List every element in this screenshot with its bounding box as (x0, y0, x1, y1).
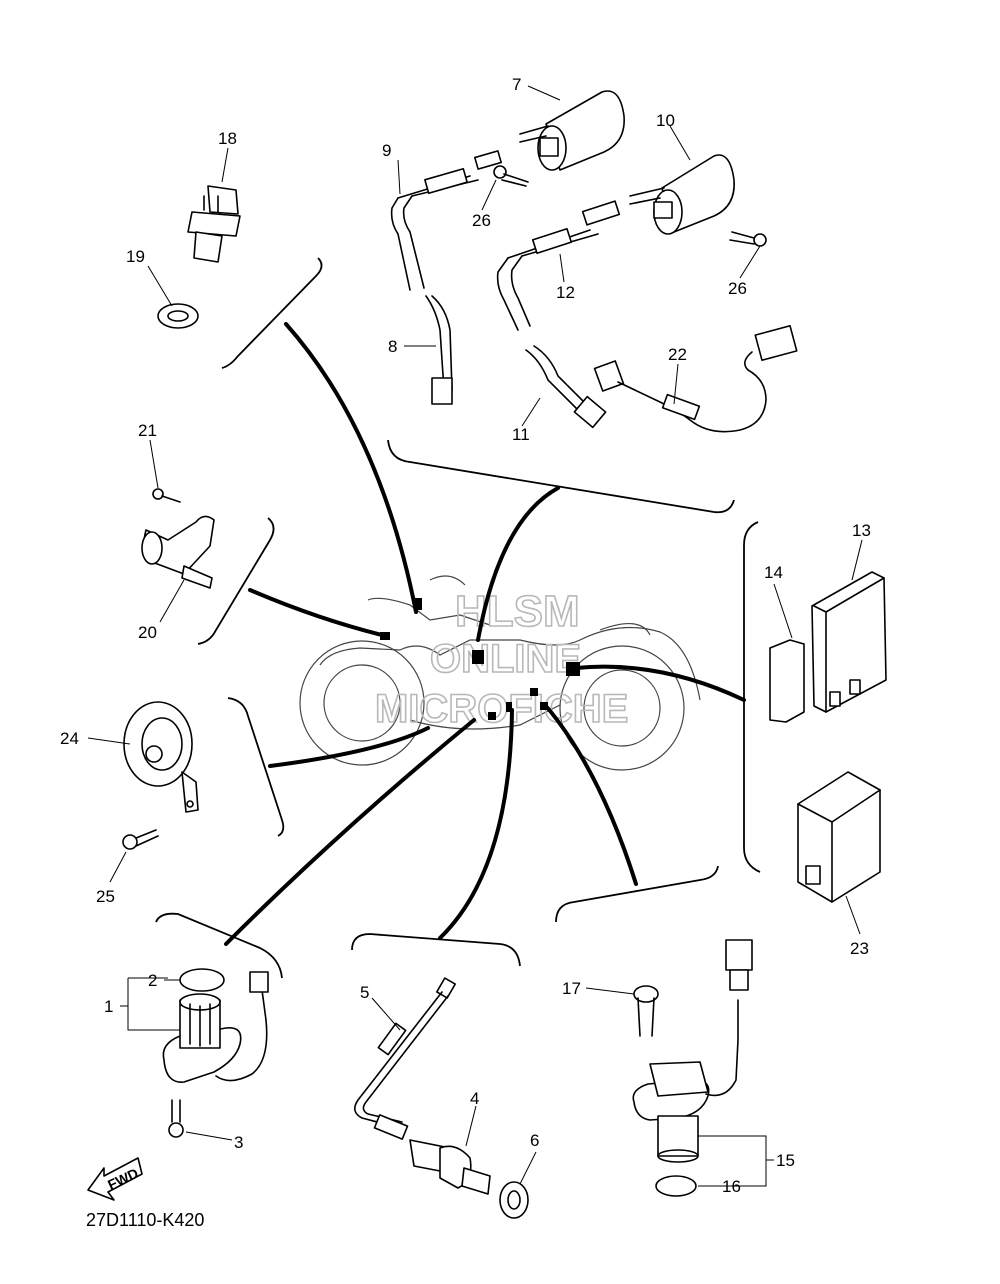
part-5-sensor-cable (354, 977, 456, 1140)
part-12-plug-lead (496, 200, 621, 331)
part-25-bolt (122, 829, 159, 850)
part-4-sensor (409, 1139, 491, 1195)
callout-15: 15 (776, 1151, 795, 1170)
fwd-label: FWD (105, 1165, 141, 1193)
part-11-plug-cap (525, 345, 607, 429)
watermark-line-3: MICROFICHE (375, 687, 628, 731)
callout-16: 16 (722, 1177, 741, 1196)
callout-leaders (87, 85, 863, 1187)
part-26-bolt (493, 165, 529, 187)
callout-4: 4 (470, 1089, 479, 1108)
part-24-horn (123, 701, 199, 813)
callout-2: 2 (148, 971, 157, 990)
watermark: HLSM ONLINE MICROFICHE (374, 586, 629, 732)
part-10-ignition-coil (629, 154, 735, 235)
part-20-sensor (141, 515, 215, 589)
callout-21: 21 (138, 421, 157, 440)
callout-5: 5 (360, 983, 369, 1002)
part-8-plug-cap (425, 295, 453, 405)
callout-9: 9 (382, 141, 391, 160)
callout-26-b: 26 (728, 279, 747, 298)
bike-mounting-markers (380, 598, 580, 720)
callout-7: 7 (512, 75, 521, 94)
part-1-sensor-assembly (162, 971, 269, 1083)
part-19-gasket (157, 303, 199, 329)
group-brackets (155, 257, 761, 979)
part-14-ecu-cover (769, 639, 805, 723)
part-21-bolt (152, 488, 181, 503)
watermark-line-1: HLSM (455, 587, 580, 636)
fwd-arrow: FWD (87, 1157, 143, 1201)
callout-1: 1 (104, 997, 113, 1016)
part-9-plug-lead (390, 150, 502, 291)
callout-26: 26 (472, 211, 491, 230)
callout-labels: 18 19 21 20 24 25 7 9 26 10 26 12 8 11 2… (60, 75, 871, 1196)
callout-22: 22 (668, 345, 687, 364)
callout-23: 23 (850, 939, 869, 958)
part-26-bolt-b (729, 231, 767, 247)
callout-18: 18 (218, 129, 237, 148)
callout-10: 10 (656, 111, 675, 130)
motorcycle-outline (299, 575, 701, 771)
callout-19: 19 (126, 247, 145, 266)
callout-11: 11 (512, 425, 530, 444)
part-22-sensor-harness (593, 324, 798, 433)
part-18-temperature-sensor (187, 185, 241, 263)
callout-25: 25 (96, 887, 115, 906)
watermark-line-2: ONLINE (430, 637, 581, 681)
callout-13: 13 (852, 521, 871, 540)
part-13-ecu (811, 571, 887, 713)
callout-14: 14 (764, 563, 783, 582)
part-6-washer (499, 1181, 529, 1219)
drawing-code: 27D1110-K420 (86, 1210, 204, 1230)
part-15-sensor (632, 939, 753, 1163)
callout-20: 20 (138, 623, 157, 642)
part-7-ignition-coil (519, 90, 625, 171)
callout-24: 24 (60, 729, 79, 748)
part-17-bolt (633, 985, 659, 1037)
callout-6: 6 (530, 1131, 539, 1150)
callout-3: 3 (234, 1133, 243, 1152)
callout-12: 12 (556, 283, 575, 302)
part-16-o-ring (655, 1175, 697, 1197)
part-3-bolt (168, 1099, 184, 1138)
part-2-o-ring (179, 968, 225, 992)
connector-lines (224, 322, 746, 946)
callout-8: 8 (388, 337, 397, 356)
part-23-relay (797, 771, 881, 903)
callout-17: 17 (562, 979, 581, 998)
